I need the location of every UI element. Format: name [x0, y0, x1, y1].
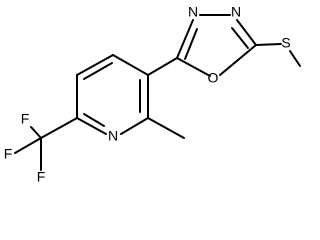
- bond-c-f-top: [30, 126, 42, 139]
- bond-c5-o1: [219, 44, 257, 76]
- bond-n4-c5-double: [231, 27, 249, 49]
- bond-c5-s: [255, 43, 282, 46]
- bond-py-methyl: [147, 117, 185, 139]
- atom-label-pyridine-n: N: [108, 128, 118, 144]
- atom-label-n3: N: [188, 4, 198, 20]
- bond-py-c4-c5-double: [83, 62, 113, 80]
- bond-py-c4-c5: [76, 54, 114, 76]
- bond-c2-n3-double: [184, 28, 198, 60]
- atom-label-f-left: F: [4, 146, 13, 162]
- bond-n4-c5: [236, 19, 257, 46]
- atom-label-s: S: [281, 35, 290, 51]
- bond-ring-link: [147, 57, 178, 76]
- bond-py-cf3: [40, 117, 78, 139]
- bond-c2-n3: [176, 19, 194, 59]
- bond-py-n1-c2: [120, 117, 149, 135]
- atom-label-f-bottom: F: [37, 169, 46, 185]
- chemical-structure-diagram: N N O S N F F F: [4, 4, 301, 185]
- bond-py-c3-c4: [112, 54, 149, 76]
- atom-label-f-top: F: [21, 111, 30, 127]
- atom-label-n4: N: [231, 4, 241, 20]
- atom-label-o1: O: [208, 70, 219, 86]
- bond-py-c6-n1-double: [83, 113, 105, 127]
- bond-py-c6-n1: [76, 117, 107, 135]
- bond-c-f-left: [14, 137, 42, 154]
- bond-o1-c2: [176, 57, 211, 77]
- bond-s-methyl: [289, 50, 301, 67]
